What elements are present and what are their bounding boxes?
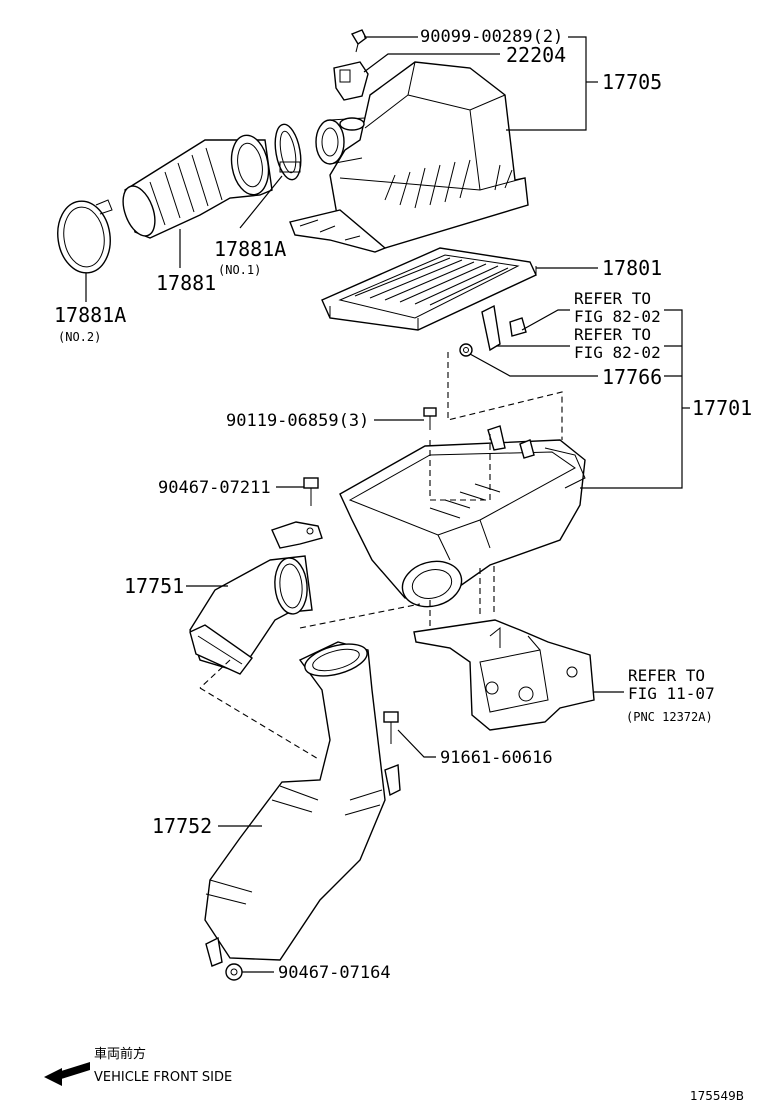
- label-17881A-no2-sub: (NO.2): [58, 330, 101, 344]
- air-filter-element-drawing: [321, 247, 537, 331]
- air-cleaner-case-drawing: [339, 425, 586, 608]
- hidden-line-case-1: [447, 352, 563, 440]
- bolt-90119-drawing: [423, 407, 437, 430]
- refer-to-1-line1: REFER TO: [574, 289, 651, 308]
- label-17752: 17752: [152, 814, 212, 838]
- figure-id: 175549B: [690, 1089, 744, 1103]
- air-cleaner-cap-drawing: [289, 61, 529, 253]
- bolt-90467-07211-drawing: [303, 477, 319, 506]
- refer-to-3-line2: FIG 11-07: [628, 684, 715, 703]
- air-duct-17752-drawing: [204, 641, 401, 967]
- refer-to-3-line3: (PNC 12372A): [626, 710, 713, 724]
- refer-to-2-line1: REFER TO: [574, 325, 651, 344]
- label-90099-00289: 90099-00289(2): [420, 27, 563, 47]
- hidden-line-case-2: [429, 430, 491, 501]
- label-17705: 17705: [602, 70, 662, 94]
- label-17751: 17751: [124, 574, 184, 598]
- bolt-91661-drawing: [383, 711, 399, 744]
- label-17881A-no1: 17881A: [214, 237, 286, 261]
- label-17766: 17766: [602, 365, 662, 389]
- hidden-line-duct: [199, 603, 421, 761]
- label-17881A-no2: 17881A: [54, 303, 126, 327]
- label-90467-07164: 90467-07164: [278, 963, 391, 983]
- refer-to-2-line2: FIG 82-02: [574, 343, 661, 362]
- label-17701: 17701: [692, 396, 752, 420]
- label-90119-06859: 90119-06859(3): [226, 411, 369, 431]
- mass-air-flow-sensor-drawing: [333, 29, 369, 101]
- refer-to-1-line2: FIG 82-02: [574, 307, 661, 326]
- hose-clamp-no1-drawing: [274, 123, 302, 181]
- intake-hose-drawing: [57, 134, 273, 274]
- label-22204: 22204: [506, 43, 566, 67]
- label-90467-07211: 90467-07211: [158, 478, 271, 498]
- air-duct-17751-drawing: [189, 521, 323, 675]
- label-17881A-no1-sub: (NO.1): [218, 263, 261, 277]
- label-91661-60616: 91661-60616: [440, 748, 553, 768]
- label-17881: 17881: [156, 271, 216, 295]
- refer-to-3-line1: REFER TO: [628, 666, 705, 685]
- front-direction-arrow-icon: [44, 1062, 90, 1086]
- leader-lines: [85, 36, 690, 973]
- bolt-90467-07164-drawing: [225, 963, 243, 981]
- bracket-and-nut-drawing: [459, 304, 527, 357]
- label-17801: 17801: [602, 256, 662, 280]
- vehicle-front-en: VEHICLE FRONT SIDE: [94, 1070, 232, 1085]
- vehicle-front-jp: 車両前方: [94, 1046, 146, 1062]
- engine-mount-bracket-drawing: [413, 619, 595, 731]
